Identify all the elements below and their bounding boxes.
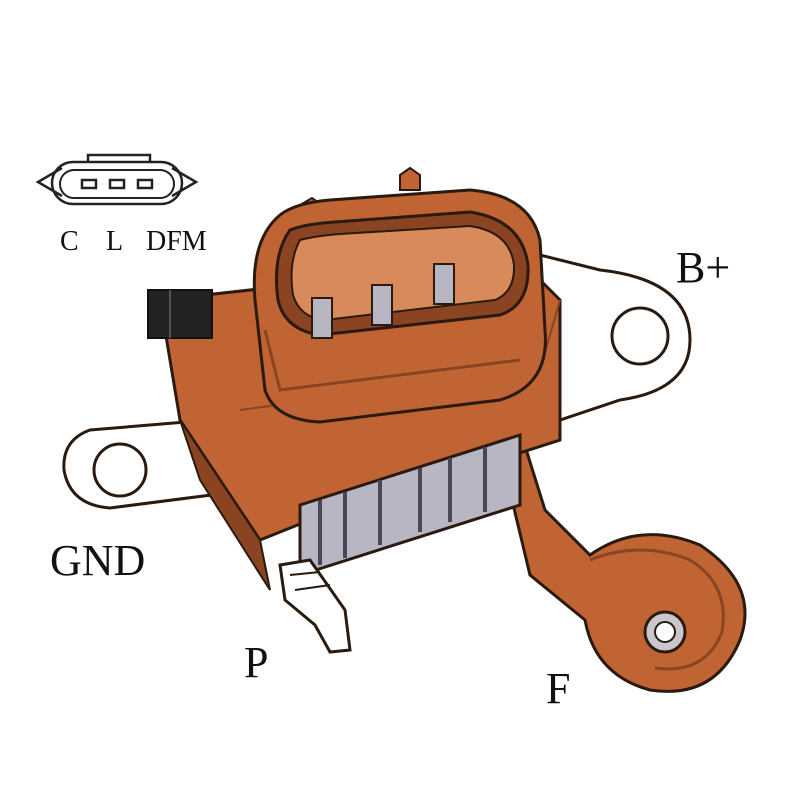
b-plus-label: B+ bbox=[676, 243, 731, 292]
gnd-label: GND bbox=[50, 536, 146, 585]
f-terminal-arm bbox=[498, 427, 747, 693]
b-plus-bracket bbox=[517, 247, 692, 422]
connector-socket bbox=[252, 166, 547, 424]
f-label: F bbox=[546, 664, 571, 713]
connector-pin-l bbox=[371, 284, 393, 326]
pin-label-c: C bbox=[60, 226, 79, 257]
connector-pin-dfm bbox=[433, 263, 455, 305]
pin-label-l: L bbox=[106, 226, 124, 257]
gnd-mounting-hole bbox=[92, 442, 148, 498]
p-label: P bbox=[244, 638, 269, 687]
heatsink-fins bbox=[298, 432, 522, 578]
pin-label-dfm: DFM bbox=[146, 226, 207, 257]
side-tab bbox=[147, 289, 213, 339]
connector-pin-c bbox=[311, 297, 333, 339]
p-terminal-clip bbox=[278, 558, 352, 654]
pinout-connector-icon bbox=[35, 153, 199, 206]
b-plus-mounting-hole bbox=[610, 306, 670, 366]
